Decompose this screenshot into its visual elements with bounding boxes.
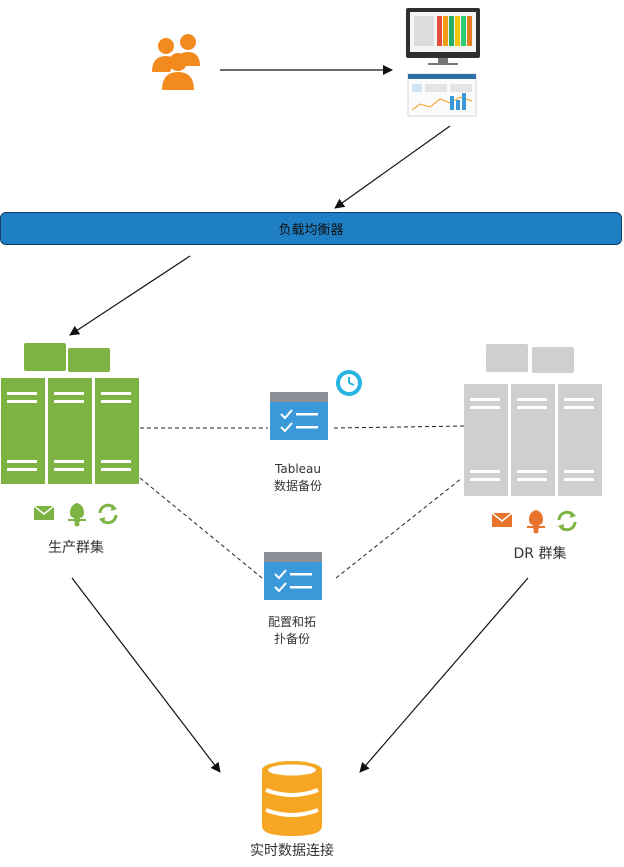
dashboard-screenshot-icon <box>406 8 480 117</box>
dr-cluster-label: DR 群集 <box>513 546 567 562</box>
dr-refresh-icon <box>557 510 577 532</box>
tableau-backup-label-line1: Tableau <box>275 462 321 476</box>
arrow-dr-to-database <box>359 577 529 773</box>
backup-checklist-icon <box>270 392 328 440</box>
load-balancer-label: 负载均衡器 <box>278 223 344 238</box>
arrow-dashboards-to-load-balancer <box>334 125 451 209</box>
dr-server-cluster-icon <box>464 344 602 496</box>
users-icon <box>152 34 200 90</box>
dr-mail-icon <box>491 512 513 527</box>
clock-icon <box>336 370 362 396</box>
config-backup-label-line2: 扑备份 <box>273 632 310 646</box>
production-server-cluster-icon <box>1 343 139 484</box>
config-backup-checklist-icon <box>264 552 322 600</box>
load-balancer-bar: 负载均衡器 <box>0 212 622 245</box>
arrow-production-to-database <box>71 577 221 773</box>
arrow-load-balancer-to-production <box>69 255 191 336</box>
live-connection-label: 实时数据连接 <box>250 843 334 859</box>
mail-icon <box>33 505 55 520</box>
config-backup-label: 配置和拓 扑备份 <box>242 614 342 648</box>
dashed-link-production-to-config-backup <box>139 477 263 579</box>
dashed-link-config-backup-to-dr <box>335 477 463 579</box>
refresh-icon <box>98 503 118 525</box>
tableau-backup-label: Tableau 数据备份 <box>248 461 348 495</box>
dashed-link-tableau-backup-to-dr <box>333 425 466 429</box>
tableau-backup-label-line2: 数据备份 <box>273 479 322 493</box>
dr-bell-icon <box>527 510 545 534</box>
bell-icon <box>68 503 86 527</box>
database-icon <box>262 761 322 836</box>
config-backup-label-line1: 配置和拓 <box>267 615 316 629</box>
production-cluster-label: 生产群集 <box>48 540 104 556</box>
